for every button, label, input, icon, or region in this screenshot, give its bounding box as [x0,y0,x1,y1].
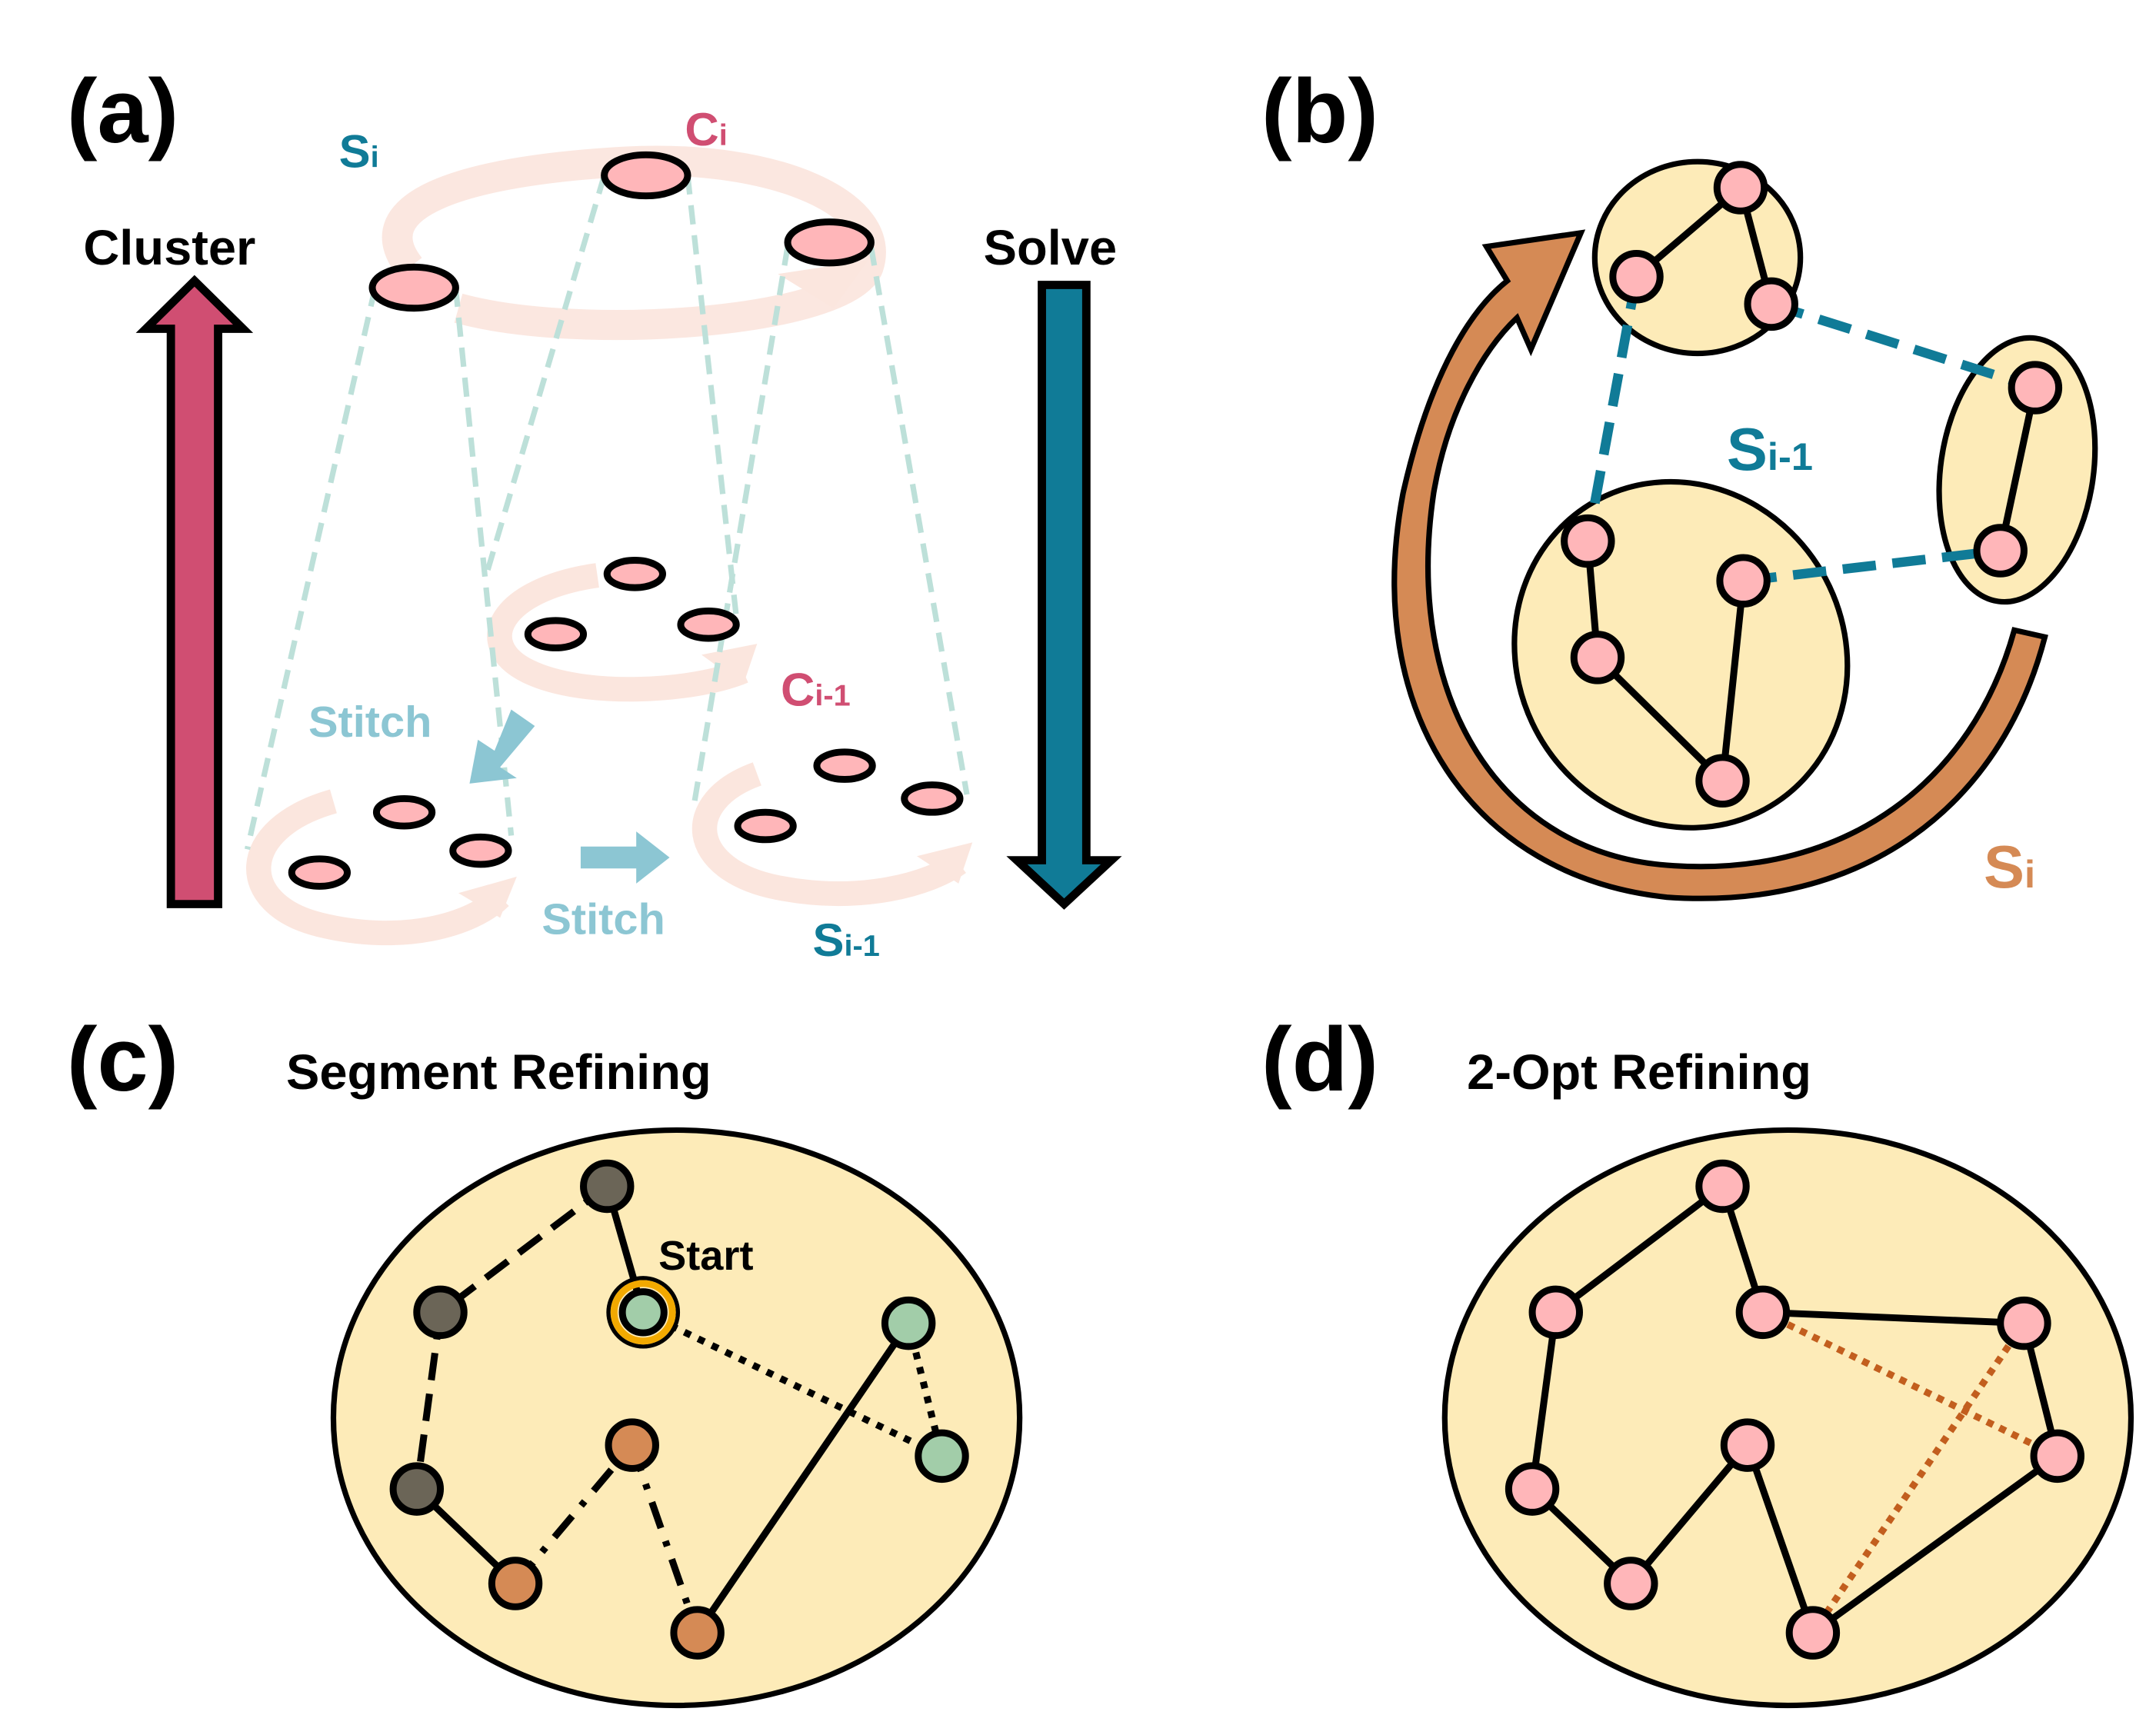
cluster-node [603,557,667,591]
s-i-label-b: Si [1984,834,2035,901]
cluster-node [372,794,436,830]
cluster-node [449,833,512,868]
segment-solid-long [694,1321,911,1635]
ghost-loop-mid-arrowhead [701,644,758,685]
cluster-up-arrow [135,275,254,908]
segment-dark-dashed [413,1183,609,1490]
city-node [1561,514,1615,568]
cluster-node [288,855,352,890]
tour-edges [1528,1181,2061,1639]
cluster-node [524,617,588,651]
city-node [1973,524,2028,578]
start-ring [606,1276,681,1349]
orange-node [488,1557,543,1610]
stitch-label-bottom: Stitch [541,895,665,944]
solve-down-arrow [1006,281,1122,910]
panel-b: (b) [1261,62,2098,901]
ghost-loop-left [246,789,509,946]
start-ring-gold [610,1280,676,1345]
city-node [1997,1296,2051,1350]
cluster-label: Cluster [83,220,255,275]
s-i-loop-arrow [1391,229,2048,901]
city-node [1695,754,1750,808]
city-node [2008,361,2063,415]
city-node [1785,1606,1841,1660]
cluster-node [601,151,691,200]
s-i-label-a: Si [339,125,379,178]
cluster-node [901,781,964,816]
city-node [2030,1429,2084,1484]
solve-label: Solve [984,220,1117,275]
panel-c: (c) Segment Refining [67,1010,1023,1709]
dark-node [413,1285,468,1340]
green-node [881,1296,936,1350]
city-node [1570,631,1625,684]
ghost-loop-right [691,762,966,906]
orange-node [670,1606,725,1660]
panel-a-letter: (a) [67,62,179,162]
city-node [1713,161,1768,215]
s-i-minus-1-label-b: Si-1 [1727,415,1813,482]
ghost-loop-top [382,145,886,341]
panel-d-nodes [1505,1159,2084,1660]
segment-orange-dashdot [512,1443,701,1634]
dark-node [389,1462,445,1516]
panel-b-nodes [1561,161,2063,808]
panel-c-letter: (c) [67,1010,179,1111]
s-i-minus-1-edges [1583,275,2037,586]
ghost-loop-mid [487,563,748,702]
orange-node [605,1418,659,1472]
stitch-label-top: Stitch [308,698,432,748]
c-i-label: Ci [685,103,727,155]
ghost-loop-right-arrowhead [916,842,973,884]
city-node [1695,1159,1750,1214]
cluster-node [368,263,459,312]
stitch-arrow-right [580,831,670,884]
city-node [1735,1285,1791,1340]
city-node [1744,277,1798,331]
panel-d-letter: (d) [1261,1010,1378,1111]
green-node [915,1429,969,1484]
green-node-start [618,1288,668,1337]
city-node [1720,1418,1775,1472]
s-i-minus-1-label-a: Si-1 [813,914,880,967]
cluster-node [784,218,875,267]
panel-c-title: Segment Refining [286,1044,711,1099]
c-i-minus-1-label: Ci-1 [781,664,851,716]
ghost-loop-top-arrowhead [778,260,868,308]
segment-green-dotted [641,1309,945,1460]
stitch-arrow-diagonal [469,709,535,784]
start-label: Start [658,1233,754,1279]
cluster-ellipse [1441,1127,2134,1709]
panel-b-letter: (b) [1261,62,1378,162]
panel-d: (d) 2-Opt Refining [1261,1010,2134,1709]
panel-d-title: 2-Opt Refining [1467,1044,1811,1099]
city-node [1528,1285,1584,1340]
cluster-node [734,808,797,844]
ghost-loop-left-arrowhead [458,876,517,918]
cluster-node [677,607,740,642]
panel-a: (a) [67,62,1122,967]
dark-node [580,1159,635,1214]
city-node [1609,250,1664,304]
city-node [1716,554,1771,608]
city-node [1505,1462,1560,1516]
cluster-node [813,748,876,783]
city-node [1604,1557,1658,1610]
